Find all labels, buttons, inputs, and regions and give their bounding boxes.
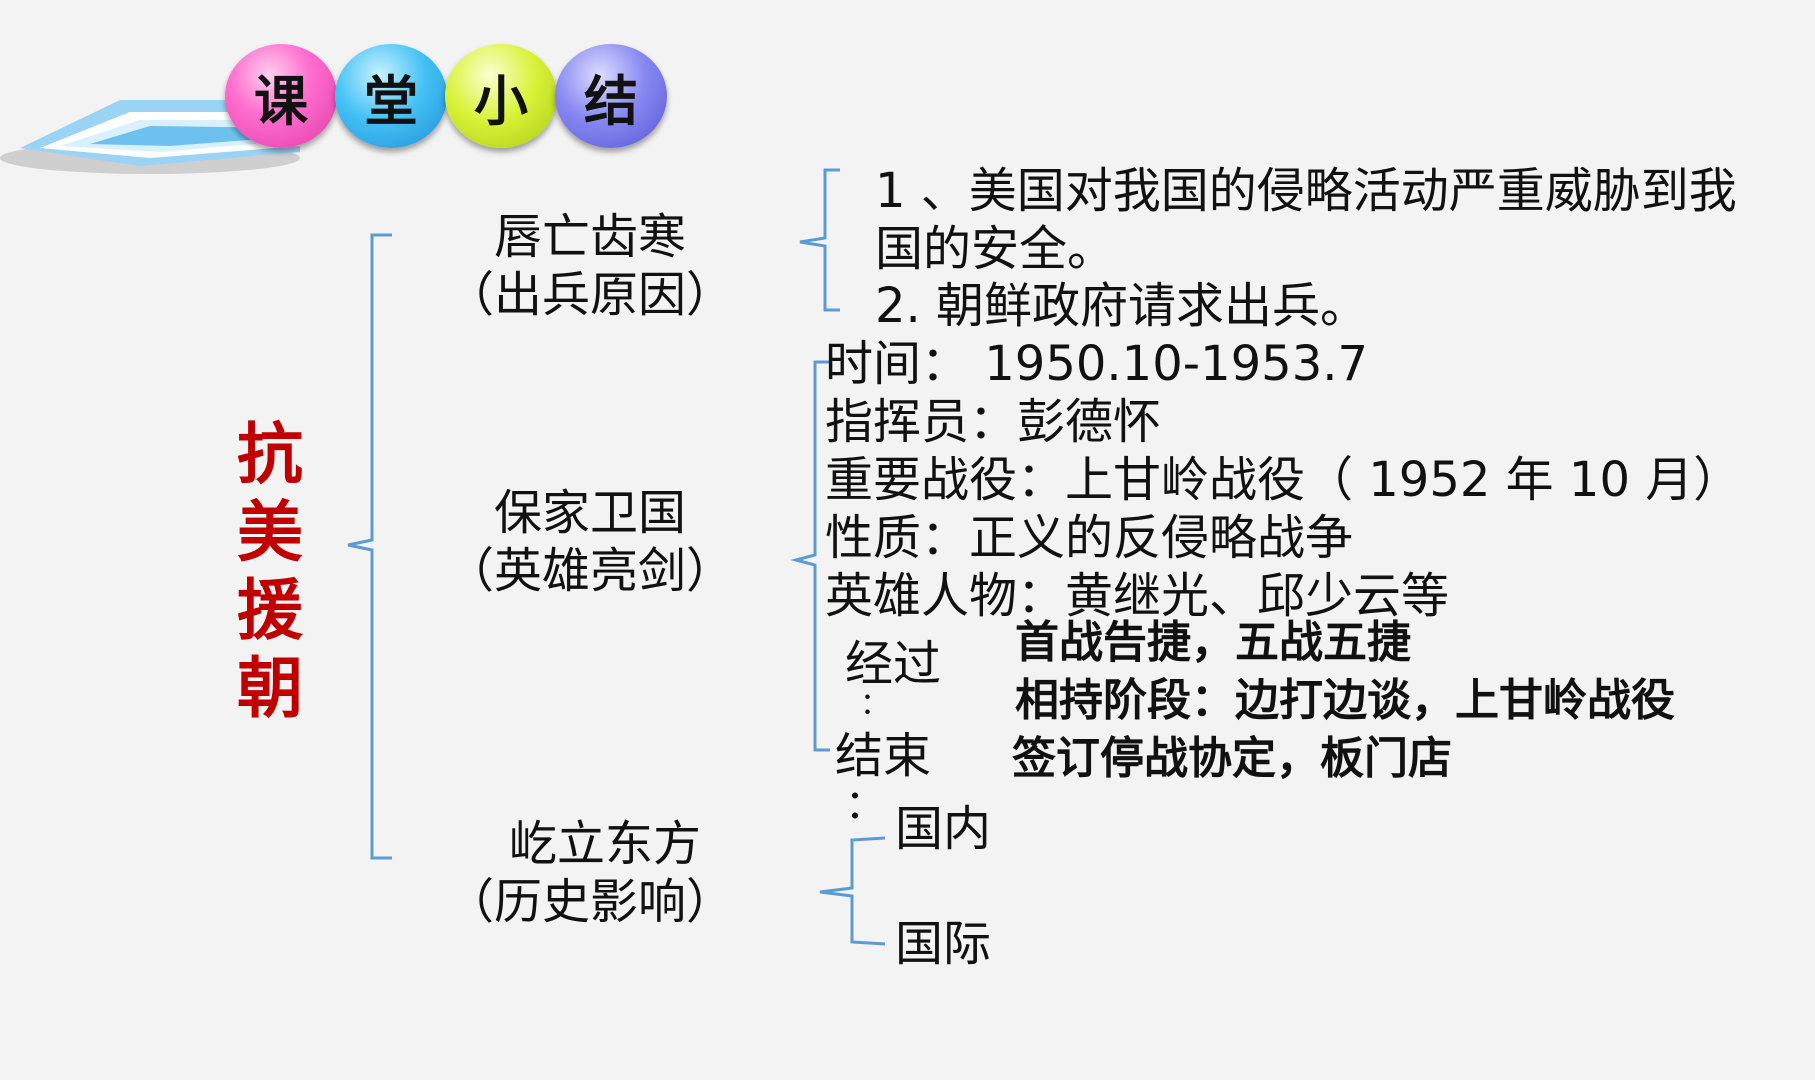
impact-subtitle: （历史影响） xyxy=(445,874,734,930)
header-ball-1: 课 xyxy=(225,44,337,148)
process-title: 保家卫国 xyxy=(493,485,686,541)
impact-title: 屹立东方 xyxy=(508,816,701,872)
process-stage-1: 首战告捷，五战五捷 xyxy=(1015,617,1411,668)
end-colon: ： xyxy=(845,782,885,828)
end-label: 结束 xyxy=(835,728,932,784)
process-subtitle: （英雄亮剑） xyxy=(445,543,734,599)
impact-international: 国际 xyxy=(895,916,992,972)
cause-brace xyxy=(799,168,840,312)
war-commander: 指挥员：彭德怀 xyxy=(825,394,1162,450)
war-nature: 性质：正义的反侵略战争 xyxy=(825,510,1354,566)
header-ball-2: 堂 xyxy=(335,44,447,148)
cause-point-2: 2. 朝鲜政府请求出兵。 xyxy=(875,278,1369,334)
main-title: 抗美援朝 xyxy=(237,415,303,727)
end-text: 签订停战协定，板门店 xyxy=(1012,733,1452,784)
process-colon: ： xyxy=(860,687,890,722)
main-brace xyxy=(347,233,392,860)
header-ball-3: 小 xyxy=(445,44,557,148)
war-time: 时间： 1950.10-1953.7 xyxy=(825,336,1369,392)
war-heroes: 英雄人物：黄继光、邱少云等 xyxy=(825,568,1450,624)
process-label: 经过 xyxy=(845,636,942,692)
cause-point-1-line-2: 国的安全。 xyxy=(875,221,1116,277)
impact-domestic: 国内 xyxy=(895,801,992,857)
war-battle: 重要战役：上甘岭战役（ 1952 年 10 月） xyxy=(825,452,1742,508)
process-brace xyxy=(790,360,830,752)
cause-point-1-line-1: 1 、美国对我国的侵略活动严重威胁到我 xyxy=(875,163,1737,219)
impact-brace xyxy=(819,836,886,946)
header-ball-4: 结 xyxy=(555,44,667,148)
process-stage-2: 相持阶段：边打边谈，上甘岭战役 xyxy=(1015,675,1675,726)
cause-subtitle: （出兵原因） xyxy=(445,267,734,323)
cause-title: 唇亡齿寒 xyxy=(493,209,686,265)
